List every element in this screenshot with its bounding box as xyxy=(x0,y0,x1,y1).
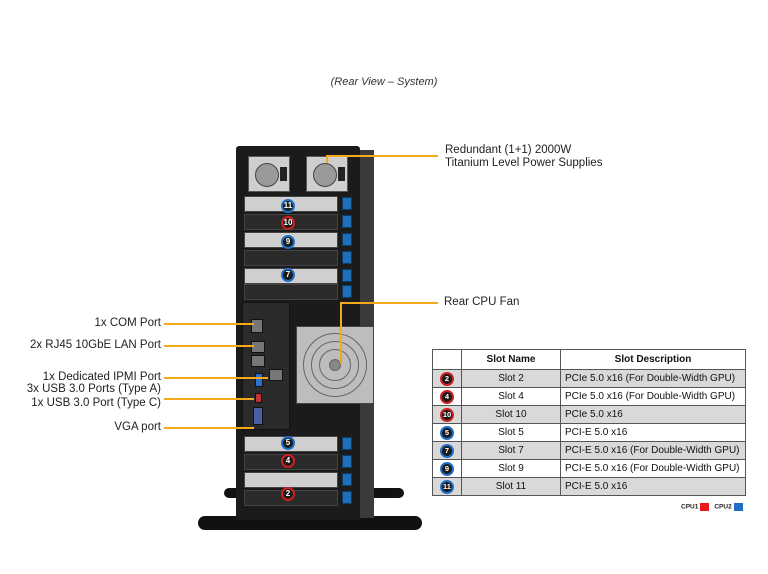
slot-latch xyxy=(342,491,352,504)
slot-badge-4: 4 xyxy=(281,454,295,468)
header-slot-name: Slot Name xyxy=(461,349,561,370)
power-supply-2 xyxy=(306,156,348,192)
ipmi-leader-line xyxy=(164,377,268,379)
ipmi-port-callout: 1x Dedicated IPMI Port xyxy=(42,371,161,383)
lan-port xyxy=(251,355,265,367)
slot-badge-5: 5 xyxy=(281,436,295,450)
usb-c-port xyxy=(255,393,262,403)
psu-leader-vertical xyxy=(326,155,328,163)
table-row: 7 Slot 7 PCI-E 5.0 x16 (For Double-Width… xyxy=(432,441,746,460)
slot-description-cell: PCIe 5.0 x16 (For Double-Width GPU) xyxy=(560,369,746,388)
lan-leader-line xyxy=(164,345,254,347)
ipmi-port xyxy=(269,369,283,381)
rear-cpu-fan xyxy=(296,326,374,404)
header-num xyxy=(432,349,462,370)
slot-latch xyxy=(342,233,352,246)
slot-description-cell: PCIe 5.0 x16 (For Double-Width GPU) xyxy=(560,387,746,406)
fan-leader-line xyxy=(340,302,438,304)
slot-latch xyxy=(342,437,352,450)
slot-badge-11: 11 xyxy=(281,199,295,213)
slot-latch xyxy=(342,285,352,298)
slot-latch xyxy=(342,473,352,486)
table-row: 11 Slot 11 PCI-E 5.0 x16 xyxy=(432,477,746,496)
slot-table-header: Slot Name Slot Description xyxy=(432,349,746,370)
slot-latch xyxy=(342,251,352,264)
slot-table: Slot Name Slot Description 2 Slot 2 PCIe… xyxy=(432,349,746,496)
slot-description-cell: PCI-E 5.0 x16 (For Double-Width GPU) xyxy=(560,441,746,460)
psu-callout-line1: Redundant (1+1) 2000W xyxy=(445,144,572,156)
diagram-caption: (Rear View – System) xyxy=(330,76,438,88)
slot-badge-2: 2 xyxy=(281,487,295,501)
slot-name-cell: Slot 11 xyxy=(461,477,561,496)
pcie-bracket xyxy=(244,284,338,300)
io-panel xyxy=(242,302,290,430)
slot-number-badge: 2 xyxy=(440,371,454,386)
com-port xyxy=(251,319,263,333)
slot-description-cell: PCIe 5.0 x16 xyxy=(560,405,746,424)
slot-description-cell: PCI-E 5.0 x16 (For Double-Width GPU) xyxy=(560,459,746,478)
usb-a-callout: 3x USB 3.0 Ports (Type A) xyxy=(26,383,161,395)
slot-latch xyxy=(342,269,352,282)
lan-port-callout: 2x RJ45 10GbE LAN Port xyxy=(29,339,161,351)
table-row: 4 Slot 4 PCIe 5.0 x16 (For Double-Width … xyxy=(432,387,746,406)
slot-name-cell: Slot 2 xyxy=(461,369,561,388)
lan-port xyxy=(251,341,265,353)
legend-cpu2-swatch xyxy=(733,503,743,511)
slot-name-cell: Slot 7 xyxy=(461,441,561,460)
psu-callout: Redundant (1+1) 2000W Titanium Level Pow… xyxy=(445,144,602,170)
table-row: 9 Slot 9 PCI-E 5.0 x16 (For Double-Width… xyxy=(432,459,746,478)
pcie-bracket xyxy=(244,250,338,266)
slot-description-cell: PCI-E 5.0 x16 xyxy=(560,477,746,496)
table-row: 2 Slot 2 PCIe 5.0 x16 (For Double-Width … xyxy=(432,369,746,388)
usb-c-callout: 1x USB 3.0 Port (Type C) xyxy=(31,397,161,409)
slot-badge-7: 7 xyxy=(281,268,295,282)
vga-port xyxy=(253,407,263,425)
psu-callout-line2: Titanium Level Power Supplies xyxy=(445,157,603,169)
power-supply-1 xyxy=(248,156,290,192)
com-leader-line xyxy=(164,323,254,325)
rear-fan-callout: Rear CPU Fan xyxy=(444,296,520,308)
slot-latch xyxy=(342,455,352,468)
slot-name-cell: Slot 10 xyxy=(461,405,561,424)
slot-latch xyxy=(342,197,352,210)
legend-cpu2-label: CPU2 xyxy=(714,503,732,511)
slot-name-cell: Slot 9 xyxy=(461,459,561,478)
header-slot-description: Slot Description xyxy=(560,349,746,370)
slot-number-badge: 9 xyxy=(440,461,454,476)
slot-latch xyxy=(342,215,352,228)
com-port-callout: 1x COM Port xyxy=(94,317,161,329)
legend-cpu1-swatch xyxy=(700,503,710,511)
slot-number-badge: 7 xyxy=(440,443,454,458)
fan-leader-vertical xyxy=(340,302,342,364)
vga-leader-line xyxy=(164,427,254,429)
slot-description-cell: PCI-E 5.0 x16 xyxy=(560,423,746,442)
vga-port-callout: VGA port xyxy=(114,421,161,433)
slot-name-cell: Slot 5 xyxy=(461,423,561,442)
table-row: 10 Slot 10 PCIe 5.0 x16 xyxy=(432,405,746,424)
slot-badge-9: 9 xyxy=(281,235,295,249)
slot-number-badge: 10 xyxy=(440,407,454,422)
slot-number-badge: 5 xyxy=(440,425,454,440)
usb-a-port xyxy=(255,373,263,387)
legend-cpu1-label: CPU1 xyxy=(681,503,699,511)
cpu-legend: CPU1 CPU2 xyxy=(681,503,748,511)
table-row: 5 Slot 5 PCI-E 5.0 x16 xyxy=(432,423,746,442)
pcie-bracket xyxy=(244,472,338,488)
slot-badge-10: 10 xyxy=(281,216,295,230)
slot-name-cell: Slot 4 xyxy=(461,387,561,406)
slot-number-badge: 4 xyxy=(440,389,454,404)
slot-number-badge: 11 xyxy=(440,479,454,494)
psu-leader-line xyxy=(326,155,438,157)
usb-c-leader-line xyxy=(164,398,254,400)
